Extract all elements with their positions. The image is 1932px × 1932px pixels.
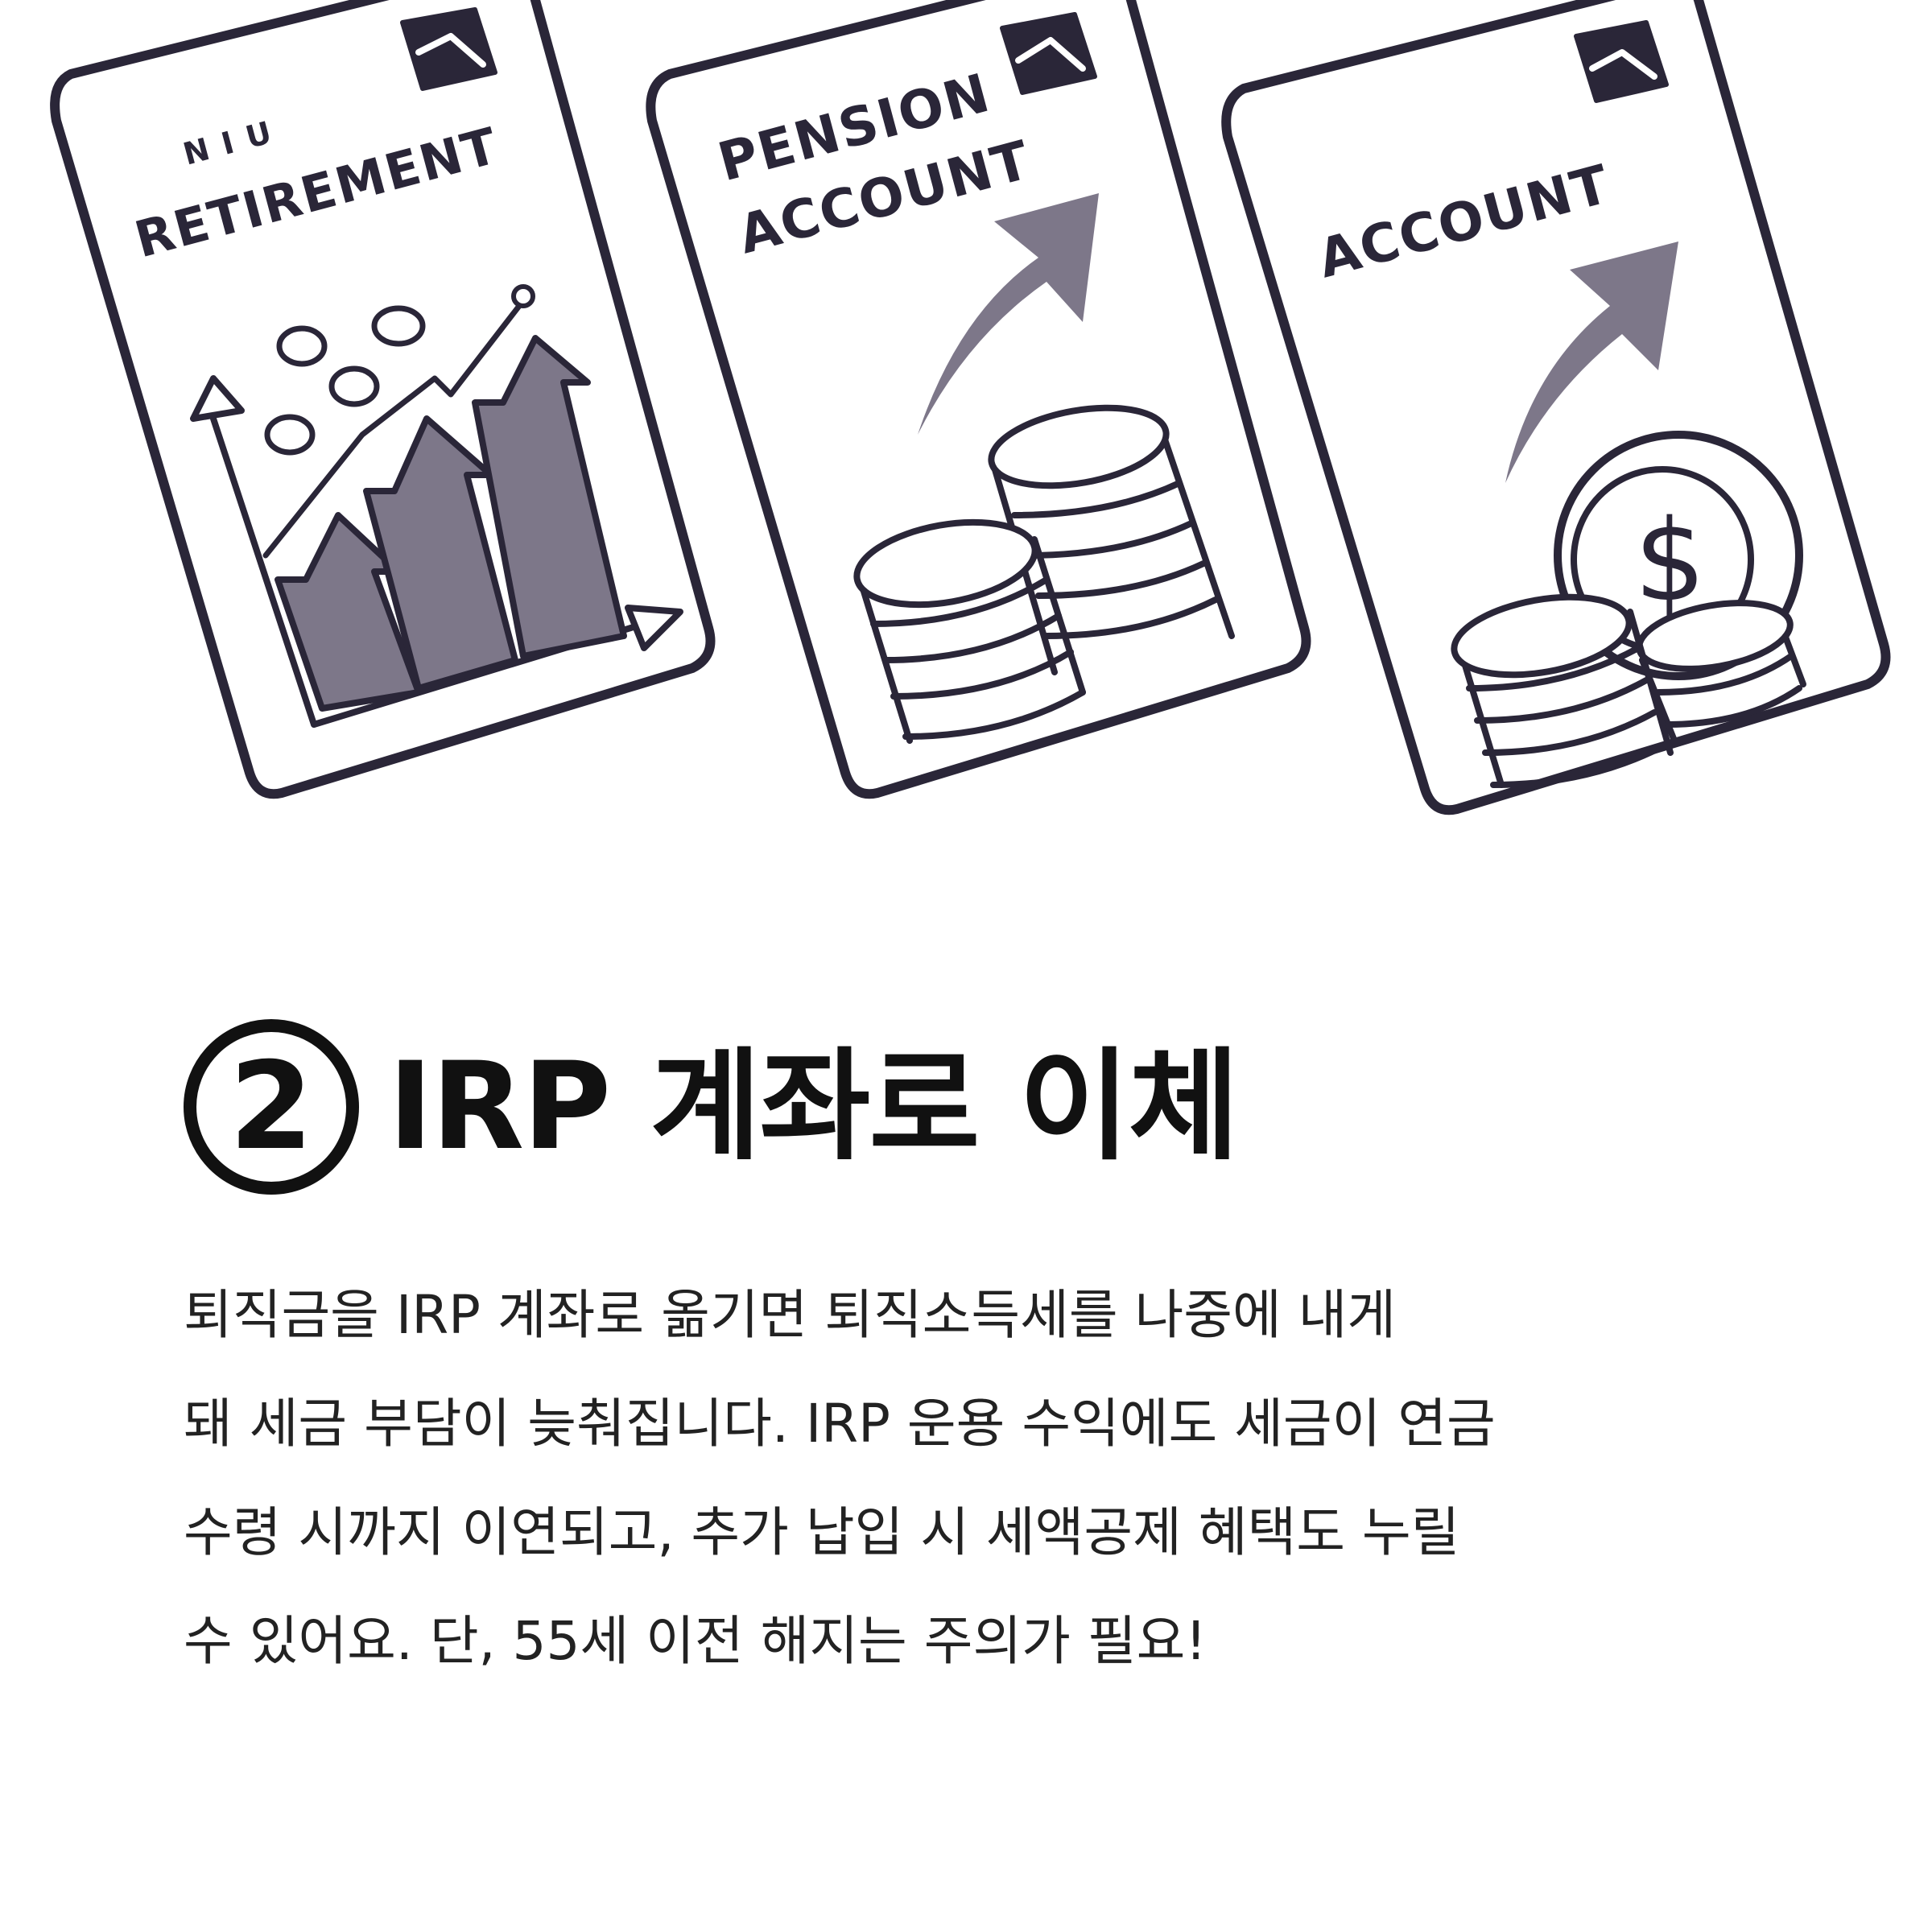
body-line: 수 있어요. 단, 55세 이전 해지는 주의가 필요! (184, 1610, 1207, 1672)
mountain-logo-icon (1574, 20, 1669, 103)
up-arrow-icon (1505, 242, 1678, 483)
dollar-sign: $ (1634, 496, 1706, 627)
mountain-logo-icon (1000, 12, 1097, 95)
section-title: IRP 계좌로 이체 (388, 1037, 1240, 1177)
illustration: N I U RETIREMENT (0, 0, 1932, 821)
section-heading: 2 IRP 계좌로 이체 (184, 1019, 1794, 1195)
body-line: 수령 시까지 이연되고, 추가 납입 시 세액공제 혜택도 누릴 (184, 1501, 1460, 1563)
mountain-logo-icon (400, 7, 497, 91)
body-line: 돼 세금 부담이 늦춰집니다. IRP 운용 수익에도 세금이 연금 (184, 1393, 1496, 1455)
card-pension-account: PENSION ACCOUNT (646, 0, 1311, 799)
card-account: ACCOUNT $ (1221, 0, 1891, 815)
coin-stack-icon (853, 404, 1235, 744)
body-line: 퇴직금을 IRP 계좌로 옮기면 퇴직소득세를 나중에 내게 (184, 1284, 1397, 1346)
bar-growth-chart-icon (190, 284, 683, 728)
up-arrow-icon (918, 193, 1099, 435)
coin-stack-icon (1451, 593, 1806, 788)
card-retirement: N I U RETIREMENT (50, 0, 716, 799)
section-content: 2 IRP 계좌로 이체 퇴직금을 IRP 계좌로 옮기면 퇴직소득세를 나중에… (184, 1019, 1794, 1695)
step-number-badge: 2 (184, 1019, 359, 1195)
section-body: 퇴직금을 IRP 계좌로 옮기면 퇴직소득세를 나중에 내게 돼 세금 부담이 … (184, 1261, 1794, 1695)
